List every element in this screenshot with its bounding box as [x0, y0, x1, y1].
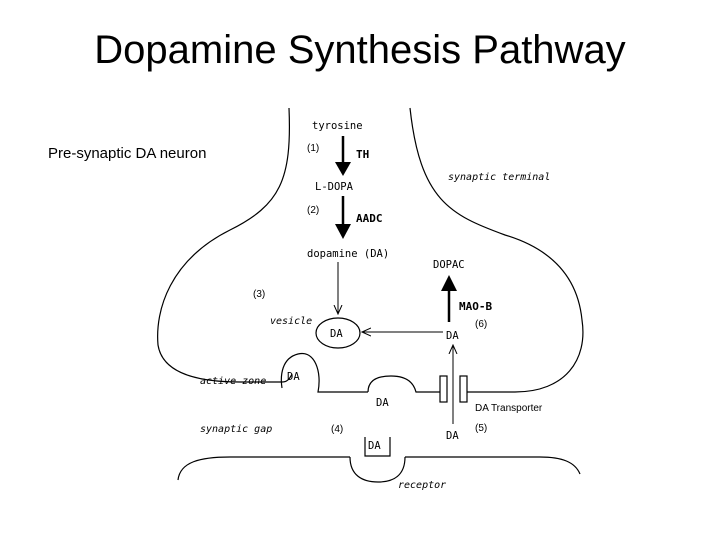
label-da-vesicle: DA — [330, 328, 343, 340]
label-da-transporter: DA Transporter — [475, 403, 543, 414]
label-th: TH — [356, 148, 369, 161]
label-dopac: DOPAC — [433, 259, 465, 271]
label-da-cytosol: DA — [446, 330, 459, 342]
vesicle — [315, 317, 361, 349]
label-da-receptor: DA — [368, 440, 381, 452]
postsynaptic-membrane — [177, 456, 581, 481]
step-2: (2) — [307, 205, 319, 216]
label-maob: MAO-B — [459, 300, 492, 313]
page-title: Dopamine Synthesis Pathway — [94, 28, 626, 72]
label-synaptic-terminal: synaptic terminal — [448, 172, 550, 183]
label-da-fusing: DA — [376, 397, 389, 409]
neuron-membrane — [157, 107, 293, 383]
membrane-fusing-vesicle — [367, 375, 440, 393]
label-dopamine: dopamine (DA) — [307, 248, 389, 260]
label-aadc: AADC — [356, 212, 383, 225]
step-6: (6) — [475, 319, 487, 330]
arrowhead-th — [335, 162, 351, 176]
step-4: (4) — [331, 424, 343, 435]
label-da-active-zone: DA — [287, 371, 300, 383]
label-da-gap: DA — [446, 430, 459, 442]
arrowhead-maob — [441, 275, 457, 291]
step-5: (5) — [475, 423, 487, 434]
step-1: (1) — [307, 143, 319, 154]
label-vesicle: vesicle — [270, 316, 312, 327]
da-transporter-left — [439, 375, 448, 403]
da-transporter-right — [459, 375, 468, 403]
step-3: (3) — [253, 289, 265, 300]
receptor-pocket — [364, 437, 391, 457]
label-ldopa: L-DOPA — [315, 181, 354, 193]
active-zone-bump — [280, 353, 368, 393]
membrane-right — [409, 107, 584, 393]
label-tyrosine: tyrosine — [312, 120, 363, 132]
arrowhead-aadc — [335, 224, 351, 239]
label-receptor: receptor — [398, 480, 446, 491]
label-active-zone: active zone — [200, 376, 266, 387]
neuron-label: Pre-synaptic DA neuron — [48, 145, 207, 162]
receptor-shape — [349, 456, 406, 483]
label-synaptic-gap: synaptic gap — [200, 424, 272, 435]
